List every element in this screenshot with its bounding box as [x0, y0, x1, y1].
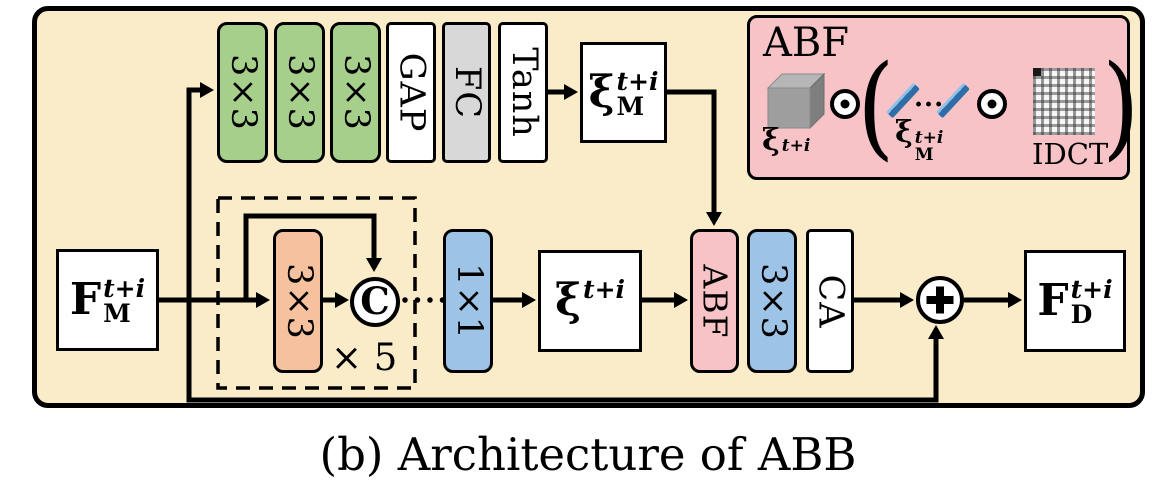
- paren-close: ): [1102, 42, 1140, 172]
- cube-math-label: ξt+iM: [762, 123, 811, 158]
- gap-block: GAP: [386, 22, 436, 163]
- input-base: F: [69, 274, 102, 325]
- repeat-times-label: × 5: [331, 336, 398, 379]
- output-sup: t+i: [1070, 275, 1113, 304]
- odot-icon: [977, 89, 1007, 119]
- wire-branch-to-top-pipeline: [186, 82, 214, 300]
- conv3x3-label: 3×3: [223, 54, 263, 131]
- input-sup: t+i: [103, 274, 146, 303]
- idct-label: IDCT: [1032, 137, 1109, 171]
- conv3x3-label: 3×3: [336, 54, 376, 131]
- xi-node: ξt+iM: [538, 250, 642, 352]
- fc-block: FC: [442, 22, 491, 163]
- mid-conv3x3-label: 3×3: [752, 262, 793, 340]
- wire-xim-to-abf: [667, 89, 722, 226]
- output-sub: D: [1070, 300, 1093, 329]
- figure-caption: (b) Architecture of ABB: [319, 428, 857, 481]
- ca-label: CA: [810, 273, 851, 329]
- ca-block: CA: [806, 229, 854, 373]
- wire-residual-bracket: [243, 213, 382, 300]
- repeat-group-dashed-box: [216, 196, 417, 390]
- xim-base: ξ: [588, 66, 615, 118]
- conv3x3-block-3: 3×3: [330, 22, 381, 163]
- plus-icon: [920, 280, 960, 320]
- abf-inset-title: ABF: [763, 20, 850, 66]
- residual-conv3x3-block: 3×3: [273, 229, 323, 373]
- feature-cube-icon: [766, 72, 826, 130]
- odot-icon: [830, 89, 860, 119]
- xim-sub: M: [616, 91, 645, 121]
- adder-node: [916, 276, 964, 324]
- output-base: F: [1037, 275, 1069, 326]
- xi-base: ξ: [554, 275, 582, 326]
- residual-conv3x3-label: 3×3: [278, 262, 319, 340]
- concat-node: C: [350, 277, 400, 327]
- conv3x3-block-1: 3×3: [217, 22, 268, 163]
- fc-label: FC: [447, 65, 488, 120]
- input-sub: M: [103, 299, 131, 328]
- abf-block-label: ABF: [695, 264, 735, 338]
- concat-label: C: [360, 278, 390, 323]
- tanh-block: Tanh: [498, 22, 548, 163]
- conv3x3-block-2: 3×3: [274, 22, 325, 163]
- conv1x1-block: 1×1: [443, 229, 493, 373]
- abf-block: ABF: [690, 229, 739, 373]
- conv1x1-label: 1×1: [448, 262, 489, 340]
- idct-basis-icon: [1033, 68, 1095, 135]
- wire-skip-to-adder: [186, 300, 944, 403]
- mid-conv3x3-block: 3×3: [747, 229, 797, 373]
- xi-sup: t+i: [583, 275, 626, 304]
- xim-sup: t+i: [616, 66, 659, 96]
- gap-label: GAP: [391, 52, 432, 133]
- conv3x3-label: 3×3: [280, 54, 320, 131]
- tanh-label: Tanh: [503, 47, 544, 138]
- paren-open: (: [857, 42, 895, 172]
- abf-inset-panel: ABF ξt+iM ( ··· ξt+iM IDCT ): [747, 15, 1139, 180]
